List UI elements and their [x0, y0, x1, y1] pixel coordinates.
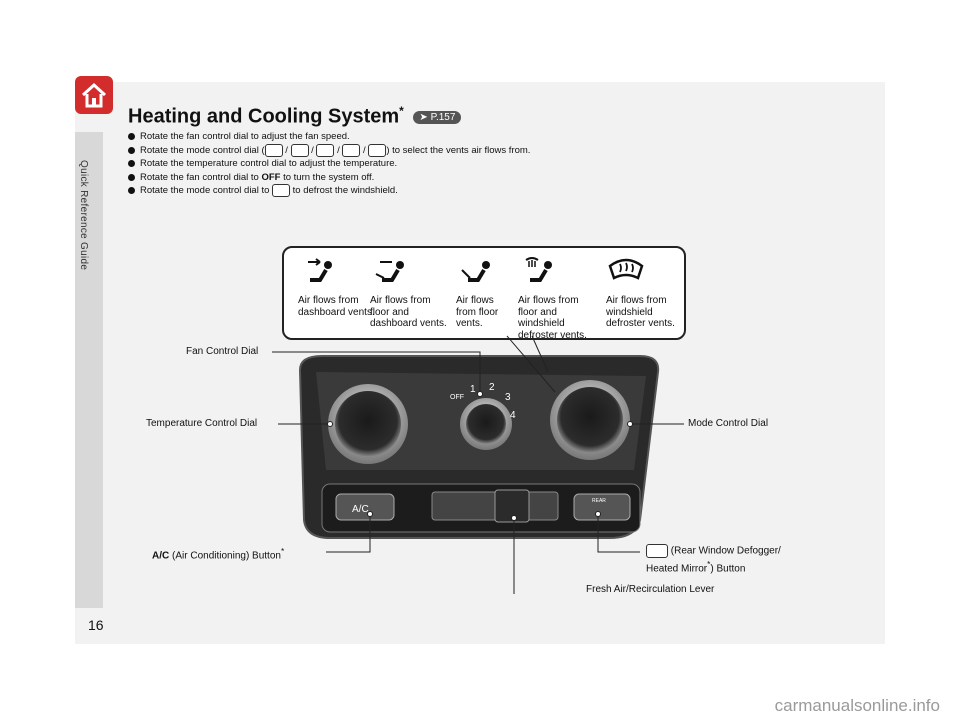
floor-defrost-icon [342, 143, 361, 157]
ac-label: A/C [352, 504, 369, 515]
windshield-defrost-icon [608, 258, 644, 280]
fresh-air-lever[interactable] [494, 489, 530, 523]
speed-label: 4 [510, 410, 516, 421]
floor-dash-vent-icon [375, 261, 404, 282]
mode-floor-defrost: Air flows from floor and windshield defr… [518, 256, 596, 341]
floor-vent-icon [461, 261, 490, 282]
arrow-icon: ➤ [419, 111, 428, 123]
watermark: carmanualsonline.info [774, 696, 940, 715]
instruction-list: Rotate the fan control dial to adjust th… [128, 130, 530, 198]
mode-floor-dash: Air flows from floor and dashboard vents… [370, 256, 448, 330]
dash-vent-icon [308, 258, 332, 282]
floor-vent-icon [316, 143, 335, 157]
list-item: Rotate the mode control dial ( / / / / )… [128, 143, 530, 158]
ac-button-callout: A/C (Air Conditioning) Button* [152, 546, 285, 562]
rear-label: REAR [592, 498, 606, 504]
bullet-icon [128, 173, 135, 181]
windshield-defrost-icon [368, 143, 387, 157]
floor-dash-vent-icon [290, 143, 309, 157]
mode-windshield-defrost: Air flows from windshield defroster vent… [606, 256, 684, 330]
temperature-control-callout: Temperature Control Dial [146, 418, 258, 429]
list-item: Rotate the temperature control dial to a… [128, 157, 530, 171]
rear-defogger-callout: (Rear Window Defogger/ Heated Mirror*) B… [646, 544, 781, 575]
sidebar: Quick Reference Guide [75, 132, 103, 608]
fan-control-callout: Fan Control Dial [186, 346, 259, 357]
home-button[interactable] [75, 76, 113, 114]
speed-label: 1 [470, 384, 476, 395]
page-title: Heating and Cooling System* ➤ P.157 [128, 104, 462, 129]
list-item: Rotate the mode control dial to to defro… [128, 184, 530, 198]
mode-dash: Air flows from dashboard vents. [298, 256, 376, 318]
bullet-icon [128, 187, 135, 195]
mode-legend: Air flows from dashboard vents. Air flow… [282, 246, 686, 341]
fresh-air-callout: Fresh Air/Recirculation Lever [586, 584, 715, 595]
windshield-defrost-icon [272, 184, 291, 198]
page-number: 16 [88, 617, 104, 633]
list-item: Rotate the fan control dial to adjust th… [128, 130, 530, 144]
off-label: OFF [450, 394, 464, 401]
speed-label: 2 [489, 382, 495, 393]
bullet-icon [128, 160, 135, 167]
floor-defrost-icon [525, 257, 552, 282]
ac-button[interactable] [335, 493, 395, 521]
rear-defogger-button[interactable] [573, 493, 631, 521]
page-reference-link[interactable]: ➤ P.157 [413, 110, 462, 124]
list-item: Rotate the fan control dial to OFF to tu… [128, 171, 530, 185]
speed-label: 3 [505, 392, 511, 403]
dash-vent-icon [264, 143, 283, 157]
bullet-icon [128, 132, 135, 140]
mode-floor: Air flows from floor vents. [456, 256, 516, 330]
bullet-icon [128, 146, 135, 154]
mode-control-callout: Mode Control Dial [688, 418, 769, 429]
rear-defogger-icon [646, 544, 668, 558]
home-icon [81, 82, 107, 108]
